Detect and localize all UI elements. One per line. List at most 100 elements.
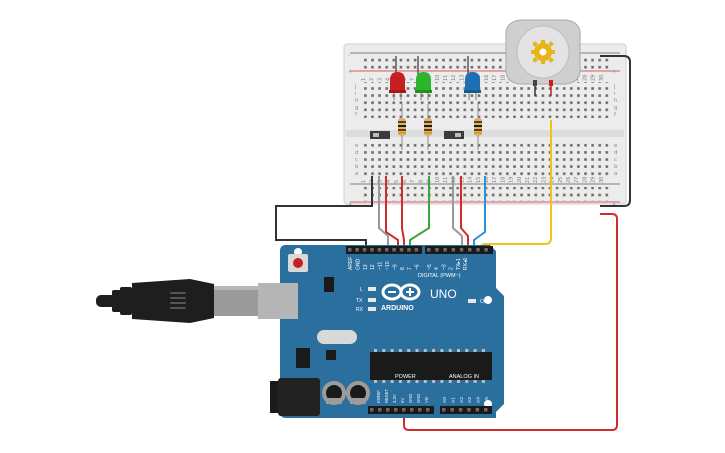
digital-pin-label: 13: [363, 264, 369, 270]
column-number: 19: [509, 177, 515, 183]
column-number: 29: [591, 75, 597, 81]
icsp-header: [324, 277, 334, 292]
column-number: 11: [443, 177, 449, 183]
wire-red[interactable]: [460, 176, 469, 252]
resistor[interactable]: [474, 104, 482, 150]
column-number: 6: [402, 180, 408, 183]
analog-label: ANALOG IN: [449, 374, 479, 380]
wire-red-5v[interactable]: [403, 213, 618, 431]
column-number: 17: [492, 75, 498, 81]
column-number: 28: [582, 177, 588, 183]
row-letter: d: [355, 150, 359, 156]
rail-minus-sign: -: [348, 53, 350, 59]
column-number: 18: [500, 177, 506, 183]
column-number: 15: [476, 177, 482, 183]
motor-terminal: [549, 80, 553, 86]
row-letter: h: [614, 98, 618, 104]
chip-pin: [423, 380, 427, 383]
gear-icon: [531, 40, 555, 64]
header-hole: [385, 248, 389, 252]
header-hole: [394, 408, 398, 412]
digital-pin-label: 8: [400, 267, 406, 270]
dc-motor[interactable]: [505, 19, 581, 96]
resistor[interactable]: [398, 104, 406, 150]
slide-switch[interactable]: [370, 131, 390, 139]
analog-pin-label: A1: [450, 397, 456, 403]
digital-header-holes: [348, 248, 488, 252]
chip-pin: [432, 380, 436, 383]
row-letter: a: [355, 171, 358, 177]
column-number: 14: [468, 177, 474, 183]
led-green[interactable]: [415, 56, 432, 100]
row-letter: i: [614, 91, 616, 97]
column-number: 22: [533, 177, 539, 183]
led-red[interactable]: [389, 56, 406, 100]
row-letter: g: [614, 105, 618, 111]
column-number: 13: [459, 75, 465, 81]
power-jack[interactable]: [270, 378, 320, 416]
analog-pin-label: A3: [467, 397, 473, 403]
model-label: UNO: [430, 287, 457, 301]
column-number: 27: [574, 177, 580, 183]
wire-black-gnd[interactable]: [275, 176, 373, 250]
chip-pin: [398, 349, 402, 352]
row-letter: e: [355, 143, 359, 149]
analog-pin-label: A2: [459, 397, 465, 403]
column-number: 4: [386, 180, 392, 183]
slide-switch[interactable]: [444, 131, 464, 139]
power-header[interactable]: [368, 406, 434, 414]
row-letter: h: [355, 98, 359, 104]
chip-pin: [448, 349, 452, 352]
power-pin-label: RESET: [384, 389, 389, 403]
chip-pin: [473, 380, 477, 383]
chip-pin: [440, 380, 444, 383]
rail-plus-sign-right: +: [612, 69, 616, 75]
chip-pin: [481, 380, 485, 383]
power-pin-label: GND: [408, 394, 413, 403]
capacitor: [322, 381, 346, 405]
header-hole: [427, 248, 431, 252]
header-hole: [378, 408, 382, 412]
chip-pin: [382, 349, 386, 352]
column-number: 28: [582, 75, 588, 81]
row-letter: i: [355, 91, 357, 97]
column-number: 12: [451, 75, 457, 81]
column-number: 30: [599, 75, 605, 81]
arduino-infinity-logo: [381, 283, 421, 301]
row-letter: j: [354, 84, 357, 90]
row-letters-right: j i h g f e d c b a: [613, 84, 618, 177]
wire-black-rail[interactable]: [600, 55, 631, 207]
led-blue[interactable]: [464, 56, 481, 100]
usb-cable[interactable]: [96, 279, 262, 323]
brand-label: ARDUINO: [381, 305, 414, 312]
resistor[interactable]: [424, 104, 432, 150]
header-hole: [476, 248, 480, 252]
header-hole: [399, 248, 404, 252]
bottom-header-holes: [370, 408, 488, 412]
digital-label: DIGITAL (PWM~): [418, 273, 461, 279]
label-tx: TX: [356, 298, 363, 304]
column-number: 29: [591, 177, 597, 183]
bottom-power-rail-holes: [364, 187, 609, 201]
header-hole: [414, 248, 419, 252]
motor-terminal: [533, 80, 537, 86]
header-hole: [451, 248, 456, 252]
reset-button[interactable]: [288, 254, 308, 272]
usb-port[interactable]: [258, 283, 298, 319]
column-number: 11: [443, 75, 449, 81]
digital-pin-label: 7: [407, 267, 413, 270]
column-number: 12: [451, 177, 457, 183]
header-hole: [475, 408, 480, 412]
column-number: 25: [558, 177, 564, 183]
header-hole: [386, 408, 390, 412]
header-hole: [442, 408, 446, 412]
wire-gray[interactable]: [452, 176, 463, 252]
analog-header[interactable]: [440, 406, 492, 414]
column-number: 1: [361, 78, 367, 81]
power-pin-label: 3.3V: [392, 394, 397, 403]
wire-gray[interactable]: [378, 176, 389, 252]
column-number: 17: [492, 177, 498, 183]
digital-header[interactable]: [346, 246, 493, 254]
